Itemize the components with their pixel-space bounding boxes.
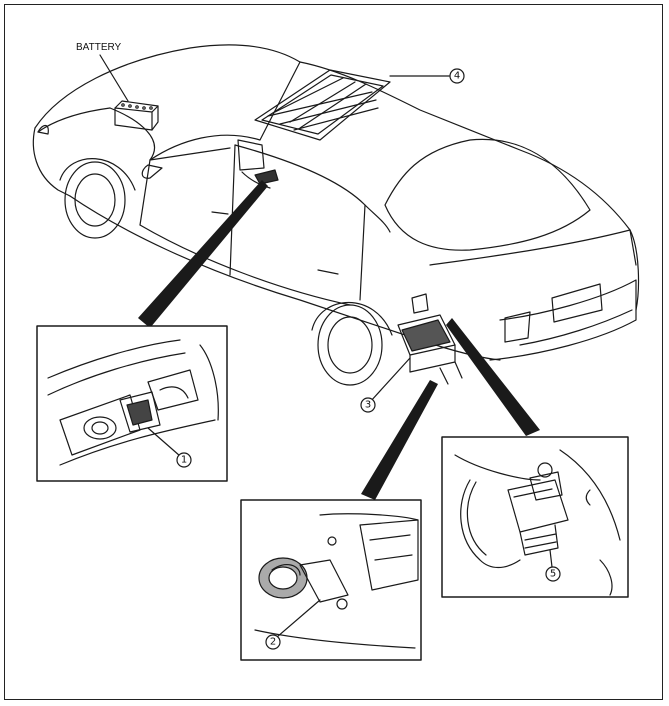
diagram-frame: [4, 4, 663, 700]
callout-5: 5: [550, 569, 556, 580]
battery-leader-line: [99, 54, 129, 102]
inset-2-connector: [240, 499, 422, 661]
car-body: [32, 44, 640, 386]
callout-4: 4: [454, 71, 460, 82]
battery-label: BATTERY: [76, 42, 122, 53]
callout-beams: [138, 180, 540, 500]
battery-icon: [114, 100, 159, 131]
callout-1: 1: [181, 455, 187, 466]
console-area: [237, 139, 279, 189]
module-3: [397, 293, 463, 385]
inset-5-connector: [441, 436, 629, 598]
inset-1-switch: [36, 325, 228, 482]
callout-2: 2: [270, 637, 276, 648]
callout-circles: [176, 68, 561, 650]
callout-3: 3: [365, 400, 371, 411]
module-3-leader: [369, 357, 411, 403]
sunroof-panel: [254, 69, 391, 141]
